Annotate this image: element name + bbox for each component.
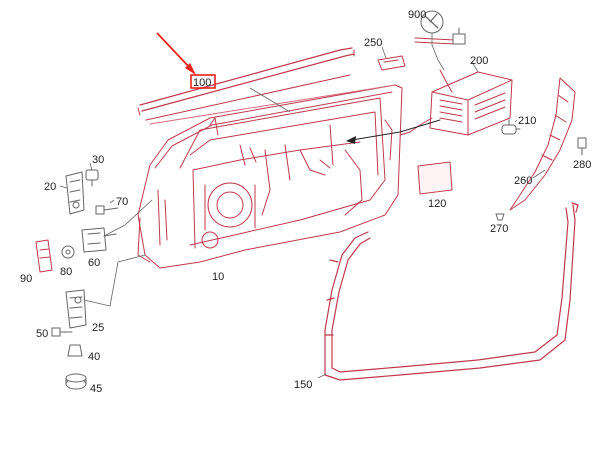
label-280[interactable]: 280: [573, 159, 591, 171]
label-100[interactable]: 100: [193, 77, 211, 89]
clip-part-280[interactable]: [577, 137, 587, 156]
label-250[interactable]: 250: [364, 37, 382, 49]
red-arrow-icon: [156, 32, 196, 75]
label-270[interactable]: 270: [490, 223, 508, 235]
label-70[interactable]: 70: [116, 196, 128, 208]
leader-200: [471, 61, 479, 73]
label-120[interactable]: 120: [428, 198, 446, 210]
leader-25-to-door: [83, 254, 146, 307]
control-module-part-200[interactable]: [429, 69, 513, 136]
leader-100: [249, 87, 291, 113]
leader-20: [59, 185, 68, 189]
leader-150: [317, 373, 327, 379]
grommet-part-45[interactable]: [65, 373, 87, 390]
leader-260: [532, 169, 546, 179]
label-150[interactable]: 150: [294, 379, 312, 391]
insertion-arrowhead: [346, 136, 356, 144]
hinge-part-25[interactable]: [65, 289, 87, 329]
clip-part-270[interactable]: [495, 213, 505, 221]
label-80[interactable]: 80: [60, 266, 72, 278]
label-90[interactable]: 90: [20, 273, 32, 285]
insertion-arrow: [351, 119, 441, 141]
label-200[interactable]: 200: [470, 55, 488, 67]
leader-60-to-door: [103, 199, 153, 237]
wire-200: [399, 117, 433, 136]
wiring-harness-part-900[interactable]: [414, 10, 466, 71]
leader-30: [89, 162, 93, 171]
leader-250: [381, 46, 387, 59]
door-check-part-60[interactable]: [81, 227, 117, 253]
leader-70: [109, 199, 115, 204]
label-10[interactable]: 10: [212, 271, 224, 283]
trim-strip-part-260[interactable]: [509, 77, 576, 211]
door-shell-part-10[interactable]: [137, 84, 403, 269]
highlight-box-100: [190, 74, 216, 89]
label-45[interactable]: 45: [90, 383, 102, 395]
label-40[interactable]: 40: [88, 351, 100, 363]
hinge-part-20[interactable]: [65, 171, 85, 215]
stop-buffer-part-90[interactable]: [35, 239, 53, 273]
label-900[interactable]: 900: [408, 9, 426, 21]
door-seal-part-150[interactable]: [324, 202, 579, 381]
label-60[interactable]: 60: [88, 257, 100, 269]
bolt-part-30[interactable]: [85, 169, 99, 187]
bolt-part-50[interactable]: [51, 327, 73, 337]
insulation-pad-part-120[interactable]: [417, 161, 453, 195]
grommet-part-210[interactable]: [501, 119, 521, 135]
cap-nut-part-40[interactable]: [67, 344, 83, 357]
handle-recess-part-250[interactable]: [377, 55, 406, 71]
nut-part-80[interactable]: [61, 245, 75, 259]
label-20[interactable]: 20: [44, 181, 56, 193]
label-25[interactable]: 25: [92, 322, 104, 334]
bolt-part-70[interactable]: [95, 205, 119, 215]
label-30[interactable]: 30: [92, 154, 104, 166]
label-50[interactable]: 50: [36, 328, 48, 340]
leader-210: [514, 119, 518, 123]
label-210[interactable]: 210: [518, 115, 536, 127]
label-260[interactable]: 260: [514, 175, 532, 187]
window-seal-part-100[interactable]: [137, 47, 396, 125]
